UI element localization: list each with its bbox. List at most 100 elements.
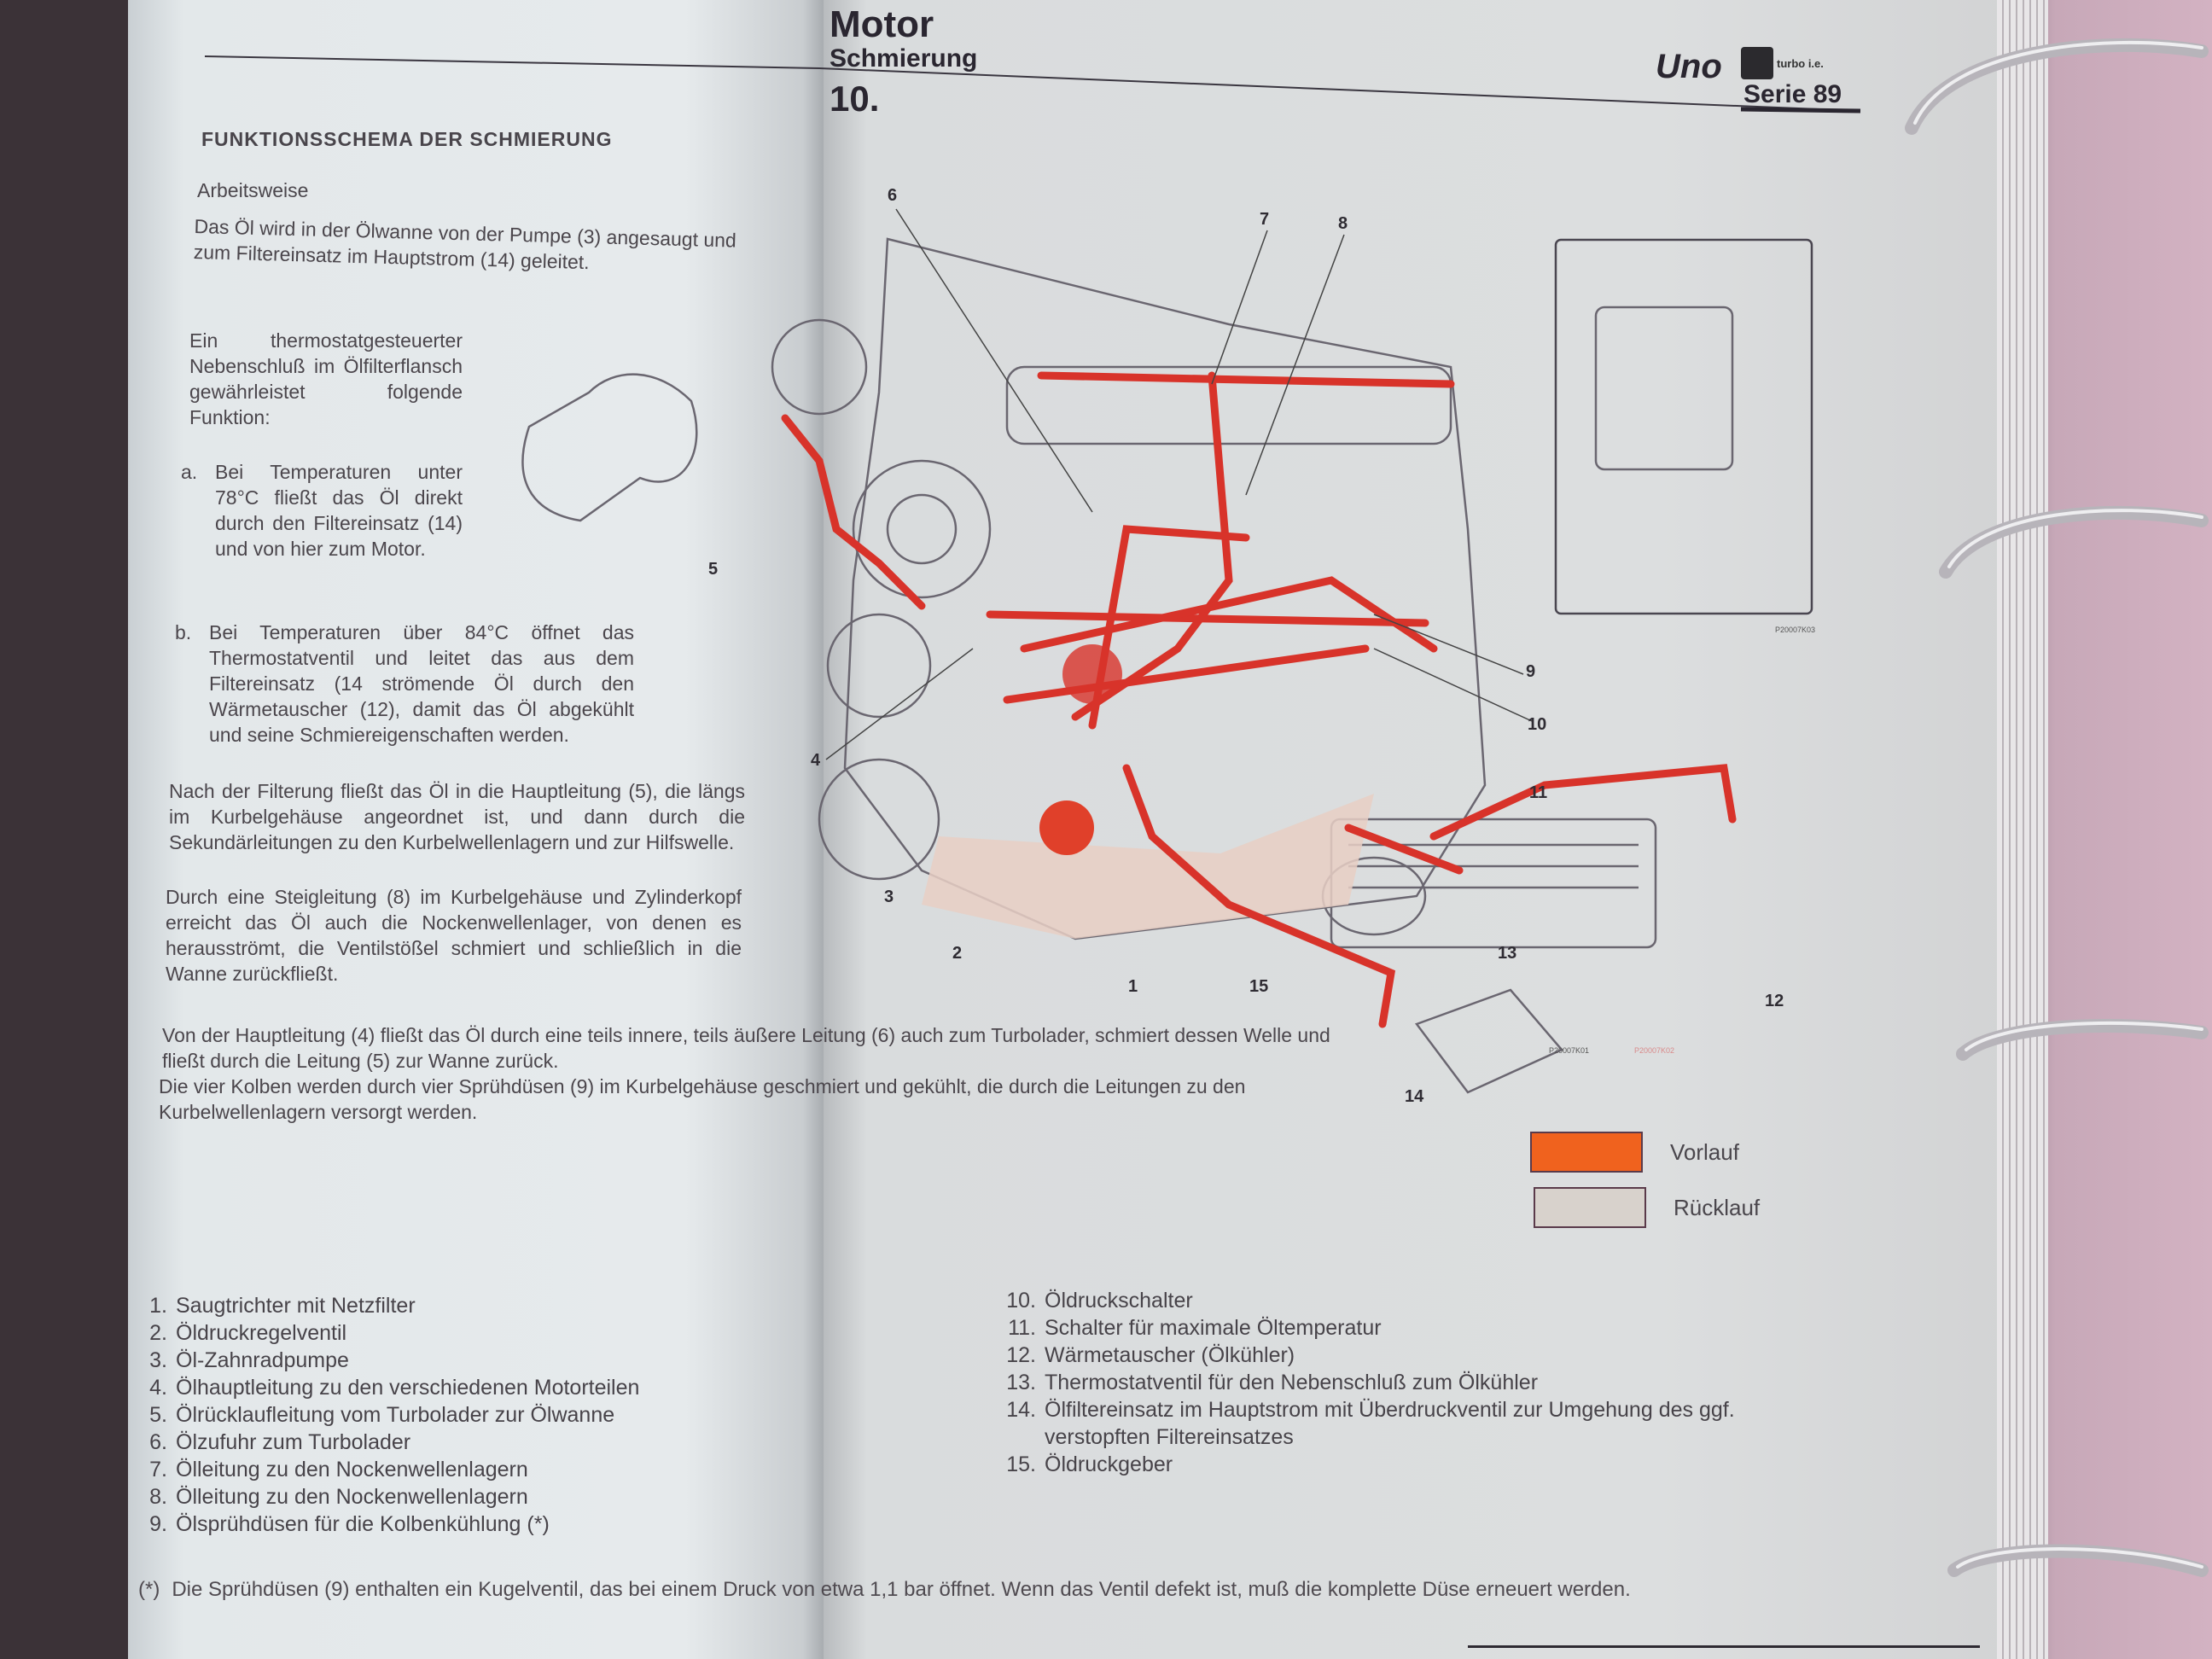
parts-list-item: 6. Ölzufuhr zum Turbolader	[137, 1429, 639, 1456]
callout-5: 5	[708, 560, 719, 579]
legend-item-vorlauf: Vorlauf	[1530, 1132, 1739, 1173]
header-rule	[204, 55, 1861, 114]
callout-2: 2	[952, 944, 963, 963]
model-name: Uno	[1656, 48, 1722, 85]
part-label: Ölzufuhr zum Turbolader	[176, 1430, 411, 1454]
list-marker-a: a.	[181, 461, 198, 483]
binder-ring-4	[1947, 1544, 2209, 1577]
oil-sump	[922, 794, 1374, 939]
binder-rings	[1905, 38, 2209, 1577]
part-number: 9.	[149, 1512, 167, 1536]
parts-list-item: 4. Ölhauptleitung zu den verschiedenen Mo…	[137, 1374, 639, 1401]
paragraph-filtering: Nach der Filterung fließt das Öl in die …	[169, 780, 745, 853]
part-label: Saugtrichter mit Netzfilter	[176, 1294, 416, 1318]
callout-3: 3	[884, 888, 894, 906]
parts-list-item: 7. Ölleitung zu den Nockenwellenlagern	[137, 1456, 639, 1483]
page-edges	[1997, 0, 2048, 1659]
callout-11: 11	[1529, 783, 1548, 802]
part-label: Ölsprühdüsen für die Kolbenkühlung (*)	[176, 1512, 550, 1536]
parts-list-item: 10. Öldruckschalter	[1005, 1287, 1790, 1314]
paragraph-riser: Durch eine Steigleitung (8) im Kurbelgeh…	[166, 886, 742, 985]
figure-code-3: P20007K03	[1775, 626, 1816, 634]
parts-list-item: 12. Wärmetauscher (Ölkühler)	[1005, 1342, 1790, 1369]
parts-list-item: 11. Schalter für maximale Öltemperatur	[1005, 1314, 1790, 1342]
part-number: 2.	[149, 1321, 167, 1345]
footnote-text: Die Sprühdüsen (9) enthalten ein Kugelve…	[172, 1578, 1631, 1601]
model-badge: turbo i.e.	[1777, 56, 1824, 70]
part-number: 4.	[149, 1376, 167, 1400]
engine-outline	[521, 237, 1813, 1094]
paragraph-a: Bei Temperaturen unter 78°C fließt das Ö…	[215, 461, 463, 560]
legend-swatch-ruecklauf	[1534, 1187, 1646, 1228]
pump-icon	[1062, 644, 1122, 704]
parts-list-item: 8. Ölleitung zu den Nockenwellenlagern	[137, 1483, 639, 1511]
part-number: 10.	[1006, 1289, 1036, 1313]
figure-code-1: P20007K01	[1549, 1046, 1590, 1055]
paragraph-b: Bei Temperaturen über 84°C öffnet das Th…	[209, 621, 634, 746]
parts-list-left: 1. Saugtrichter mit Netzfilter 2. Öldruckre…	[137, 1292, 639, 1538]
legend-swatch-vorlauf	[1530, 1132, 1643, 1173]
part-number: 14.	[1006, 1398, 1036, 1422]
paragraph-pistons: Die vier Kolben werden durch vier Sprühd…	[159, 1075, 1246, 1123]
callout-9: 9	[1526, 662, 1536, 681]
part-label: Ölleitung zu den Nockenwellenlagern	[176, 1458, 528, 1481]
callout-10: 10	[1528, 715, 1547, 734]
parts-list-item: 3.Öl-Zahnradpumpe	[137, 1347, 639, 1374]
part-label: Öldruckgeber	[1045, 1452, 1173, 1476]
part-label: Öldruckregelventil	[176, 1321, 347, 1345]
parts-list-right: 10. Öldruckschalter 11. Schalter für maxima…	[1005, 1287, 1790, 1478]
lubrication-diagram	[521, 208, 1813, 1094]
list-marker-b: b.	[175, 621, 192, 643]
binder-ring-1	[1905, 38, 2209, 135]
parts-list-item: 13.Thermostatventil für den Nebenschluß …	[1005, 1369, 1790, 1396]
callout-14: 14	[1405, 1087, 1424, 1106]
section-title: Motor	[830, 3, 934, 45]
piston-inset	[1554, 238, 1813, 615]
part-number: 8.	[149, 1485, 167, 1509]
callout-4: 4	[811, 751, 821, 770]
part-number: 15.	[1006, 1452, 1036, 1476]
model-logo: turbo i.e.	[1741, 47, 1824, 79]
part-label: Öldruckschalter	[1045, 1289, 1193, 1313]
binder-ring-3	[1956, 1019, 2209, 1061]
paragraph-turbo: Von der Hauptleitung (4) fließt das Öl d…	[162, 1024, 1330, 1072]
part-number: 6.	[149, 1430, 167, 1454]
page-title: FUNKTIONSSCHEMA DER SCHMIERUNG	[201, 128, 613, 150]
legend-label: Rücklauf	[1674, 1194, 1761, 1220]
part-number: 5.	[149, 1403, 167, 1427]
part-number: 11.	[1008, 1316, 1036, 1340]
part-number: 13.	[1006, 1371, 1036, 1394]
subsection-title: Schmierung	[830, 44, 978, 73]
chapter-number: 10.	[830, 79, 880, 119]
parts-list-item: 14.Ölfiltereinsatz im Hauptstrom mit Übe…	[1005, 1396, 1790, 1451]
callout-6: 6	[888, 186, 898, 205]
binder-ring-2	[1939, 505, 2209, 579]
part-label: Ölhauptleitung zu den verschiedenen Moto…	[176, 1376, 640, 1400]
left-page	[128, 0, 824, 1659]
part-label: Schalter für maximale Öltemperatur	[1045, 1316, 1382, 1340]
parts-list-item: 9. Ölsprühdüsen für die Kolbenkühlung (*)	[137, 1511, 639, 1538]
callout-15: 15	[1249, 977, 1269, 996]
callout-12: 12	[1765, 992, 1784, 1010]
right-page	[819, 0, 2014, 1659]
callout-1: 1	[1128, 977, 1138, 996]
part-label: Öl-Zahnradpumpe	[176, 1348, 349, 1372]
part-number: 7.	[149, 1458, 167, 1481]
footnote: (*) Die Sprühdüsen (9) enthalten ein Kug…	[138, 1577, 1802, 1603]
callout-7: 7	[1260, 210, 1270, 229]
part-number: 1.	[149, 1294, 167, 1318]
part-label: Ölleitung zu den Nockenwellenlagern	[176, 1485, 528, 1509]
part-label: Ölrücklaufleitung vom Turbolader zur Ölw…	[176, 1403, 615, 1427]
callout-leaders	[825, 208, 1533, 760]
oil-pressure-sender-icon	[1039, 800, 1094, 855]
part-label: Wärmetauscher (Ölkühler)	[1045, 1343, 1295, 1367]
footer-rule	[1468, 1645, 1980, 1648]
legend-item-ruecklauf: Rücklauf	[1534, 1187, 1760, 1228]
figure-code-2: P20007K02	[1634, 1046, 1675, 1055]
series-label: Serie 89	[1743, 80, 1842, 108]
brand-logo-icon	[1741, 47, 1773, 79]
part-number: 12.	[1006, 1343, 1036, 1367]
oil-flow-lines	[781, 371, 1737, 1028]
parts-list-item: 15. Öldruckgeber	[1005, 1451, 1790, 1478]
legend-label: Vorlauf	[1670, 1138, 1739, 1165]
